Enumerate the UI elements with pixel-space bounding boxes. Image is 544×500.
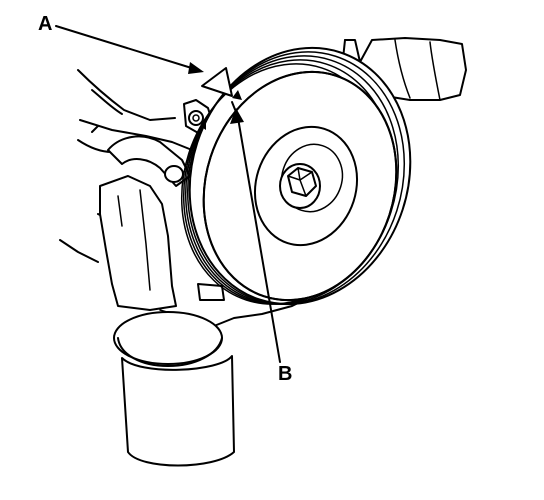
crankshaft-pulley — [180, 46, 412, 306]
bracket-bolt — [188, 110, 204, 126]
leader-a — [55, 25, 199, 71]
leader-b — [237, 117, 281, 363]
callout-label-a: A — [38, 13, 52, 35]
callout-label-b: B — [278, 363, 292, 385]
timing-pointer-a — [201, 67, 233, 97]
pulley-mark-b — [232, 90, 242, 100]
leader-lines — [55, 25, 281, 363]
oil-filter-housing — [99, 175, 235, 467]
